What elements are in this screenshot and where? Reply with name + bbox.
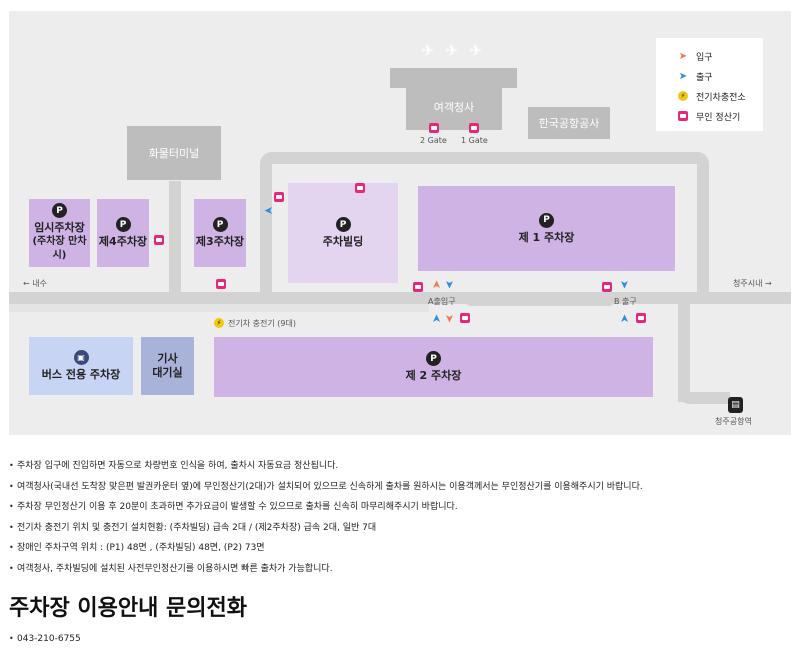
bus-lot-label: 버스 전용 주차장 bbox=[41, 368, 121, 381]
contact-title: 주차장 이용안내 문의전화 bbox=[9, 596, 247, 621]
parking-map: ✈ ✈ ✈ 여객청사 2 Gate 1 Gate 한국공항공사 화물터미널 ➤ … bbox=[9, 11, 791, 435]
exit-arrow-icon: ➤ bbox=[678, 70, 688, 82]
entrance-arrow-icon: ➤ bbox=[443, 313, 457, 324]
note-item: 전기차 충전기 위치 및 충전기 설치현황: (주차빌딩) 급속 2대 / (제… bbox=[9, 518, 791, 539]
bus-parking-lot: ▣ 버스 전용 주차장 bbox=[29, 337, 133, 395]
pay-station-icon bbox=[469, 123, 479, 133]
lounge-label-1: 기사 bbox=[157, 352, 178, 365]
cargo-terminal: 화물터미널 bbox=[127, 126, 221, 180]
airplane-icon: ✈ bbox=[469, 41, 483, 60]
naesu-label: ← 내수 bbox=[23, 279, 47, 288]
p3-label: 제3주차장 bbox=[195, 235, 245, 248]
legend-entrance: ➤ 입구 bbox=[676, 46, 763, 66]
terminal-label: 여객청사 bbox=[433, 100, 475, 114]
airplane-icon: ✈ bbox=[445, 41, 459, 60]
legend-exit-label: 출구 bbox=[696, 72, 713, 83]
legend-ev-label: 전기차충전소 bbox=[696, 92, 746, 103]
note-item: 주차장 입구에 진입하면 자동으로 차량번호 인식을 하여, 출차시 자동요금 … bbox=[9, 456, 791, 477]
gate1-label: 1 Gate bbox=[461, 136, 488, 145]
parking-garage: P 주차빌딩 bbox=[288, 183, 398, 283]
pay-station-icon bbox=[274, 192, 284, 202]
lower-road bbox=[207, 304, 707, 306]
temp-lot-label-2: (주차장 만차시) bbox=[32, 236, 87, 261]
station-label: 청주공항역 bbox=[715, 417, 752, 426]
legend-ev: ⚡ 전기차충전소 bbox=[676, 86, 763, 106]
gate2-label: 2 Gate bbox=[420, 136, 447, 145]
entrance-arrow-icon: ➤ bbox=[430, 279, 444, 290]
note-item: 장애인 주차구역 위치 : (P1) 48면 , (주차빌딩) 48면, (P2… bbox=[9, 538, 791, 559]
parking-lot-4: P 제4주차장 bbox=[97, 199, 149, 267]
parking-p-icon: P bbox=[426, 351, 441, 366]
bus-icon: ▣ bbox=[73, 350, 89, 365]
cheongju-city-label: 청주시내 → bbox=[733, 279, 772, 288]
note-item: 여객청사, 주차빌딩에 설치된 사전무인정산기를 이용하시면 빠른 출차가 가능… bbox=[9, 559, 791, 580]
b-exit-label: B 출구 bbox=[614, 297, 637, 306]
temp-parking-lot: P 임시주차장 (주차장 만차시) bbox=[29, 199, 90, 267]
pay-station-icon bbox=[154, 235, 164, 245]
ev-charger-icon: ⚡ bbox=[678, 91, 688, 101]
entrance-arrow-icon: ➤ bbox=[678, 50, 688, 62]
parking-p-icon: P bbox=[212, 217, 228, 232]
contact-phone: 043-210-6755 bbox=[9, 634, 81, 644]
legend-entrance-label: 입구 bbox=[696, 52, 713, 63]
parking-p-icon: P bbox=[335, 217, 351, 232]
ev-charger-note: 전기차 충전기 (9대) bbox=[228, 319, 296, 328]
exit-arrow-icon: ➤ bbox=[618, 279, 632, 290]
loop-road-left bbox=[260, 152, 272, 297]
kac-building: 한국공항공사 bbox=[528, 107, 610, 139]
main-road bbox=[9, 292, 791, 304]
ev-charger-icon: ⚡ bbox=[214, 318, 224, 328]
station-road-h bbox=[678, 392, 730, 404]
loop-road-top bbox=[260, 152, 709, 164]
parking-p-icon: P bbox=[539, 212, 554, 228]
parking-p-icon: P bbox=[115, 217, 131, 232]
note-item: 주차장 무인정산기 이용 후 20분이 초과하면 추가요금이 발생할 수 있으므… bbox=[9, 497, 791, 518]
parking-p-icon: P bbox=[52, 203, 67, 218]
pay-station-icon bbox=[216, 279, 226, 289]
a-gate-road bbox=[465, 294, 615, 306]
a-gate-label: A출입구 bbox=[428, 297, 456, 306]
kac-label: 한국공항공사 bbox=[538, 117, 600, 130]
map-legend: ➤ 입구 ➤ 출구 ⚡ 전기차충전소 무인 정산기 bbox=[656, 38, 763, 131]
pay-station-icon bbox=[602, 282, 612, 292]
cargo-label: 화물터미널 bbox=[148, 147, 200, 160]
p1-label: 제 1 주차장 bbox=[518, 230, 575, 244]
station-road-v bbox=[678, 302, 690, 402]
driver-lounge: 기사 대기실 bbox=[141, 337, 194, 395]
legend-pay-label: 무인 정산기 bbox=[696, 112, 741, 123]
parking-lot-2: P 제 2 주차장 bbox=[214, 337, 653, 397]
exit-arrow-icon: ➤ bbox=[430, 313, 444, 324]
pay-station-icon bbox=[678, 111, 688, 121]
divider-a bbox=[9, 304, 429, 312]
pay-station-icon bbox=[636, 313, 646, 323]
terminal-building: 여객청사 bbox=[406, 83, 502, 130]
exit-arrow-icon: ➤ bbox=[264, 204, 274, 217]
note-item: 여객청사(국내선 도착장 맞은편 발권카운터 옆)에 무인정산기(2대)가 설치… bbox=[9, 477, 791, 498]
exit-arrow-icon: ➤ bbox=[443, 279, 457, 290]
garage-label: 주차빌딩 bbox=[322, 235, 364, 248]
pay-station-icon bbox=[429, 123, 439, 133]
train-icon: ▤ bbox=[728, 397, 743, 413]
pay-station-icon bbox=[413, 282, 423, 292]
exit-arrow-icon: ➤ bbox=[618, 313, 632, 324]
legend-pay: 무인 정산기 bbox=[676, 106, 763, 126]
loop-road-right bbox=[697, 152, 709, 297]
legend-exit: ➤ 출구 bbox=[676, 66, 763, 86]
parking-lot-1: P 제 1 주차장 bbox=[418, 186, 675, 271]
lounge-label-2: 대기실 bbox=[152, 366, 183, 379]
pay-station-icon bbox=[355, 183, 365, 193]
parking-lot-3: P 제3주차장 bbox=[194, 199, 246, 267]
p2-label: 제 2 주차장 bbox=[405, 369, 462, 382]
pay-station-icon bbox=[460, 313, 470, 323]
airplane-icon: ✈ bbox=[421, 41, 435, 60]
p4-label: 제4주차장 bbox=[98, 235, 148, 248]
temp-lot-label-1: 임시주차장 bbox=[34, 221, 85, 234]
cargo-road bbox=[169, 181, 181, 295]
parking-notes: 주차장 입구에 진입하면 자동으로 차량번호 인식을 하여, 출차시 자동요금 … bbox=[9, 456, 791, 579]
